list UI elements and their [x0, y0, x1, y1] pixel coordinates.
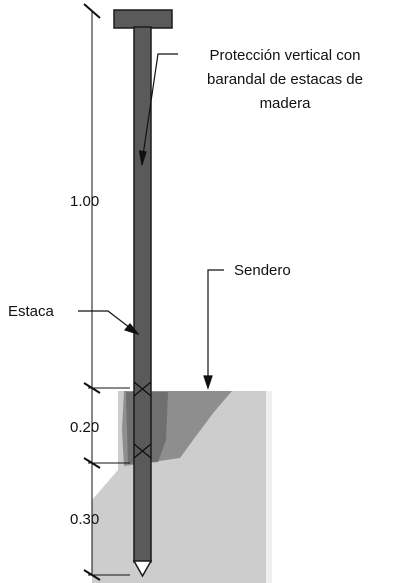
- leader-stake: [78, 310, 135, 332]
- path-label: Sendero: [234, 262, 291, 279]
- stake-cap: [113, 9, 173, 29]
- callout-line-1: Protección vertical con: [210, 47, 361, 64]
- stake-label: Estaca: [8, 303, 55, 320]
- cross-mark-lower: [133, 443, 152, 459]
- tick-top: [83, 3, 101, 19]
- stake: [113, 9, 173, 578]
- dimension-0-30: 0.30: [70, 511, 99, 528]
- leader-callout-arrow: [138, 150, 147, 166]
- stake-post: [133, 26, 152, 563]
- dimension-chain: [83, 3, 130, 581]
- callout-line-3: madera: [260, 95, 312, 112]
- soil-section: [92, 391, 272, 583]
- stake-tip: [132, 560, 153, 578]
- cross-mark-upper: [133, 381, 152, 397]
- soil-edge-strip: [266, 391, 272, 583]
- leader-path-arrow: [203, 375, 213, 390]
- callout-line-2: barandal de estacas de: [207, 71, 363, 88]
- leaders: [78, 53, 224, 390]
- dimension-1-00: 1.00: [70, 193, 99, 210]
- leader-callout: [141, 53, 178, 163]
- leader-stake-arrow: [123, 323, 140, 336]
- callout-top: Protección vertical con barandal de esta…: [207, 47, 363, 112]
- leader-path: [207, 269, 224, 383]
- dimension-0-20: 0.20: [70, 419, 99, 436]
